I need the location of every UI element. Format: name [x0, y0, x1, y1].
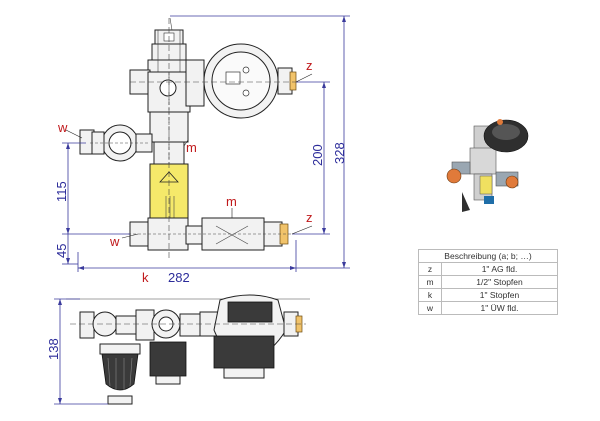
label-m-bottom: m: [226, 194, 237, 209]
bottom-manifold: [128, 217, 292, 251]
legend-value: 1/2" Stopfen: [441, 275, 558, 289]
legend-key: w: [418, 301, 442, 315]
legend-key: m: [418, 275, 442, 289]
front-view: [79, 17, 300, 258]
legend-key: z: [418, 262, 442, 276]
label-k: k: [142, 270, 149, 285]
label-m-top: m: [186, 140, 197, 155]
legend-value: 1" ÜW fld.: [441, 301, 558, 315]
dimension-328: 328: [332, 142, 347, 164]
label-w-bottom: w: [109, 234, 120, 249]
legend-row: m 1/2" Stopfen: [418, 275, 558, 289]
dimension-45: 45: [54, 244, 69, 258]
dimension-200: 200: [310, 144, 325, 166]
legend-value: 1" AG fld.: [441, 262, 558, 276]
dimension-115: 115: [54, 181, 69, 202]
legend-key: k: [418, 288, 442, 302]
thermostat-valve: [147, 17, 189, 73]
label-w-top: w: [57, 120, 68, 135]
dimension-282: 282: [168, 270, 190, 285]
top-view: [66, 294, 310, 405]
dimension-138-group: 138: [46, 298, 108, 405]
legend-row: w 1" ÜW fld.: [418, 301, 558, 315]
left-ball-valve: [79, 124, 153, 162]
legend-header-row: Beschreibung (a; b; …): [418, 249, 558, 263]
legend-row: k 1" Stopfen: [418, 288, 558, 302]
isometric-preview: [446, 119, 529, 212]
legend-value: 1" Stopfen: [441, 288, 558, 302]
connection-labels: z z w w m m k: [57, 58, 313, 285]
legend-header: Beschreibung (a; b; …): [418, 249, 558, 263]
legend-table: Beschreibung (a; b; …) z 1" AG fld. m 1/…: [418, 249, 558, 315]
label-z-bottom: z: [306, 210, 313, 225]
circulation-pump: [185, 43, 297, 119]
dimension-138: 138: [46, 338, 61, 360]
legend-row: z 1" AG fld.: [418, 262, 558, 276]
dimensions-front: 282 328 200 115 45: [54, 15, 350, 285]
label-z-top: z: [306, 58, 313, 73]
